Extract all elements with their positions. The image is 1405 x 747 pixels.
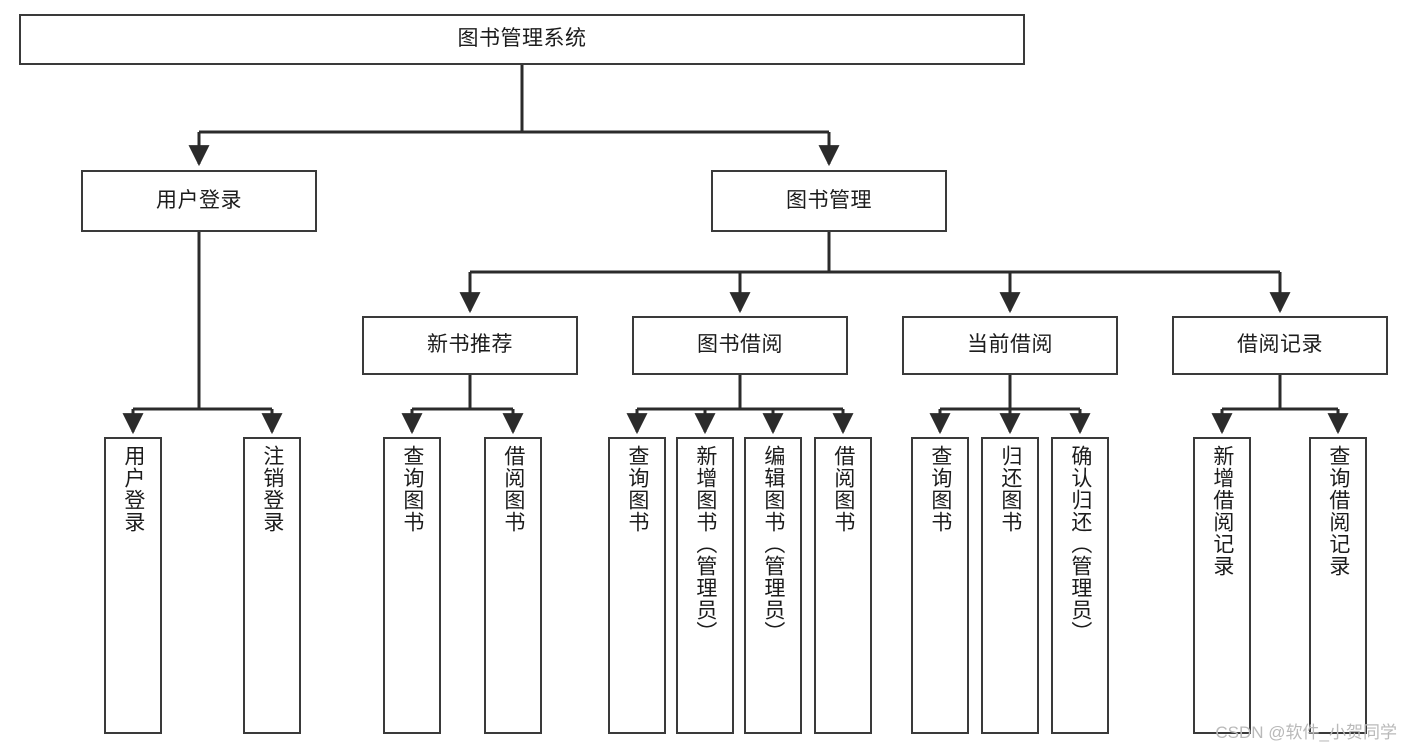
node-label: 新增图书（管理员） [693, 445, 717, 643]
node-label: 图书借阅 [697, 333, 783, 357]
leaf-query-book-borrow[interactable]: 查询图书 [608, 437, 666, 734]
leaf-add-borrow-record[interactable]: 新增借阅记录 [1193, 437, 1251, 734]
node-label: 用户登录 [121, 445, 145, 533]
node-label: 用户登录 [156, 188, 242, 212]
node-label: 查询借阅记录 [1326, 445, 1350, 577]
node-label: 编辑图书（管理员） [761, 445, 785, 643]
node-label: 图书管理系统 [457, 27, 587, 51]
node-root-book-management-system[interactable]: 图书管理系统 [19, 14, 1025, 65]
node-label: 借阅图书 [501, 445, 525, 533]
leaf-return-book[interactable]: 归还图书 [981, 437, 1039, 734]
leaf-edit-book-admin[interactable]: 编辑图书（管理员） [744, 437, 802, 734]
node-label: 注销登录 [260, 445, 284, 533]
node-current-borrow[interactable]: 当前借阅 [902, 316, 1118, 375]
node-label: 查询图书 [928, 445, 952, 533]
node-book-manage[interactable]: 图书管理 [711, 170, 947, 232]
leaf-query-book-recommend[interactable]: 查询图书 [383, 437, 441, 734]
leaf-add-book-admin[interactable]: 新增图书（管理员） [676, 437, 734, 734]
leaf-user-login[interactable]: 用户登录 [104, 437, 162, 734]
node-label: 确认归还（管理员） [1068, 445, 1092, 643]
watermark-text: CSDN @软件_小贺同学 [1215, 723, 1397, 742]
leaf-query-borrow-record[interactable]: 查询借阅记录 [1309, 437, 1367, 734]
leaf-logout-login[interactable]: 注销登录 [243, 437, 301, 734]
leaf-query-book-current[interactable]: 查询图书 [911, 437, 969, 734]
node-label: 图书管理 [786, 188, 872, 212]
node-user-login[interactable]: 用户登录 [81, 170, 317, 232]
node-label: 借阅记录 [1237, 333, 1323, 357]
node-new-book-recommend[interactable]: 新书推荐 [362, 316, 578, 375]
node-book-borrow[interactable]: 图书借阅 [632, 316, 848, 375]
leaf-borrow-book-recommend[interactable]: 借阅图书 [484, 437, 542, 734]
node-label: 查询图书 [400, 445, 424, 533]
node-label: 查询图书 [625, 445, 649, 533]
node-borrow-record[interactable]: 借阅记录 [1172, 316, 1388, 375]
node-label: 归还图书 [998, 445, 1022, 533]
node-label: 当前借阅 [967, 333, 1053, 357]
node-label: 新书推荐 [427, 333, 513, 357]
leaf-confirm-return-admin[interactable]: 确认归还（管理员） [1051, 437, 1109, 734]
leaf-borrow-book-borrow[interactable]: 借阅图书 [814, 437, 872, 734]
node-label: 新增借阅记录 [1210, 445, 1234, 577]
node-label: 借阅图书 [831, 445, 855, 533]
